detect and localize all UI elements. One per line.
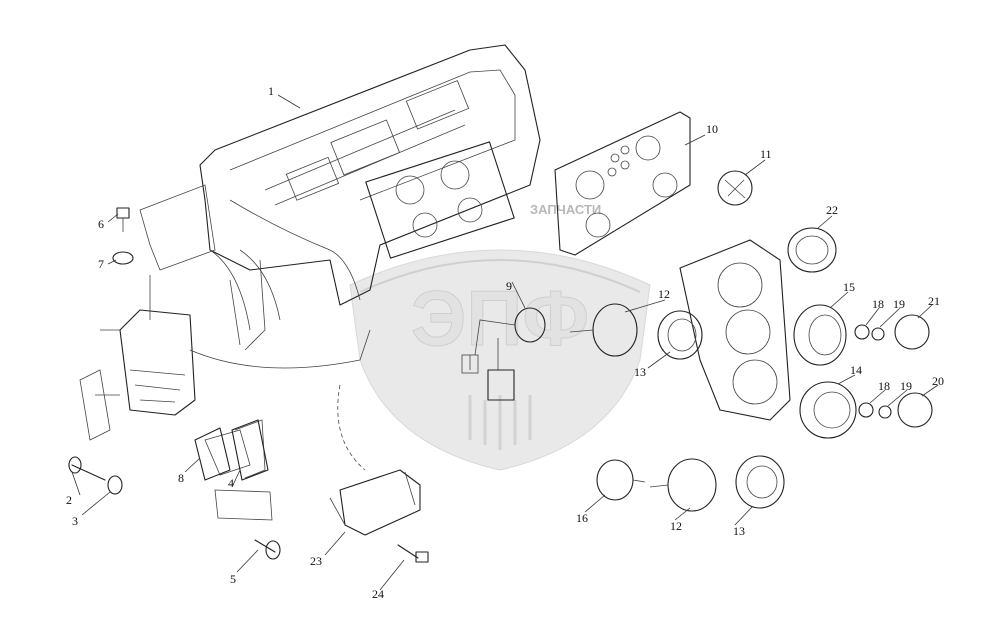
part-instrument-panel: [79, 44, 541, 479]
part-bolt-2: [68, 456, 106, 481]
part-switch-12-upper: [569, 303, 638, 357]
watermark-emblem: [468, 395, 532, 450]
callout-13-lower: 13: [733, 524, 745, 538]
part-gauge-bracket: [679, 239, 791, 421]
callout-labels: 1 2 3 4 5 6 7 8 9 10 11 12 12 13 13 14 1…: [66, 84, 944, 601]
leader-lines: [71, 94, 939, 591]
part-nut-18-upper: [854, 324, 870, 340]
part-knob-11: [717, 170, 753, 206]
callout-18-upper: 18: [872, 297, 884, 311]
callout-12-lower: 12: [670, 519, 682, 533]
part-bezel-13-upper: [657, 310, 703, 360]
callout-10: 10: [706, 122, 718, 136]
part-knob-20: [897, 392, 933, 428]
callout-13-upper: 13: [634, 365, 646, 379]
part-bracket-8: [194, 427, 231, 481]
part-lens-22: [787, 227, 837, 273]
part-relay-23: [329, 384, 421, 536]
callout-11: 11: [760, 147, 772, 161]
part-bolt-5: [254, 539, 281, 560]
callout-22: 22: [826, 203, 838, 217]
callout-24: 24: [372, 587, 384, 601]
part-washer-7: [112, 251, 134, 265]
callout-19-upper: 19: [893, 297, 905, 311]
callout-18-lower: 18: [878, 379, 890, 393]
callout-1: 1: [268, 84, 274, 98]
callout-9: 9: [506, 279, 512, 293]
part-switch-12-lower: [649, 458, 717, 512]
watermark-letters: ЭПФ: [411, 274, 589, 362]
callout-21: 21: [928, 294, 940, 308]
part-ring-15: [793, 304, 847, 366]
callout-20: 20: [932, 374, 944, 388]
callout-4: 4: [228, 476, 234, 490]
callout-12-upper: 12: [658, 287, 670, 301]
callout-23: 23: [310, 554, 322, 568]
part-switch-9: [461, 307, 546, 401]
part-bezel-13-lower: [735, 455, 785, 509]
part-switch-panel: [554, 111, 691, 256]
part-washer-19-upper: [871, 327, 885, 341]
part-lamp-16: [596, 459, 646, 501]
callout-5: 5: [230, 572, 236, 586]
part-bolt-6: [116, 207, 130, 232]
callout-6: 6: [98, 217, 104, 231]
part-knob-21: [894, 314, 930, 350]
part-ring-14: [799, 381, 857, 439]
part-washer-19-lower: [878, 405, 892, 419]
part-nut-18-lower: [858, 402, 874, 418]
callout-7: 7: [98, 257, 104, 271]
part-screw-24: [397, 544, 429, 563]
callout-14: 14: [850, 363, 862, 377]
callout-8: 8: [178, 471, 184, 485]
callout-3: 3: [72, 514, 78, 528]
part-bracket-4: [214, 419, 273, 521]
callout-19-lower: 19: [900, 379, 912, 393]
part-washer-3: [107, 475, 123, 495]
callout-15: 15: [843, 280, 855, 294]
callout-2: 2: [66, 493, 72, 507]
watermark-overlay-text: ЗАПЧАСТИ: [530, 202, 601, 217]
watermark-logo: ЭПФ ЗАПЧАСТИ: [349, 202, 651, 471]
callout-16: 16: [576, 511, 588, 525]
